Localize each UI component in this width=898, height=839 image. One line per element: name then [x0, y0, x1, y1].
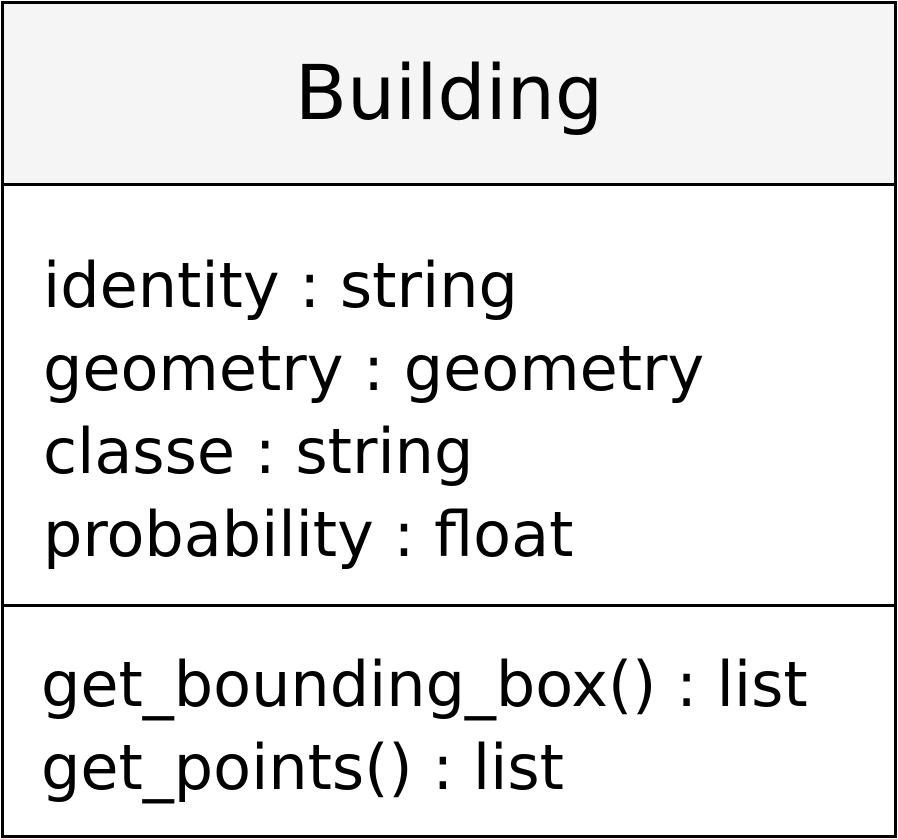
class-header: Building [4, 4, 894, 186]
method-get-points: get_points() : list [41, 731, 564, 804]
attributes-compartment: identity : string geometry : geometry cl… [4, 186, 894, 607]
method-get-bounding-box: get_bounding_box() : list [41, 648, 808, 721]
attribute-classe: classe : string [43, 415, 474, 488]
attribute-geometry: geometry : geometry [43, 332, 705, 405]
attribute-identity: identity : string [43, 249, 518, 322]
class-name: Building [294, 47, 604, 137]
methods-compartment: get_bounding_box() : list get_points() :… [4, 607, 894, 835]
attribute-probability: probability : float [43, 498, 574, 571]
